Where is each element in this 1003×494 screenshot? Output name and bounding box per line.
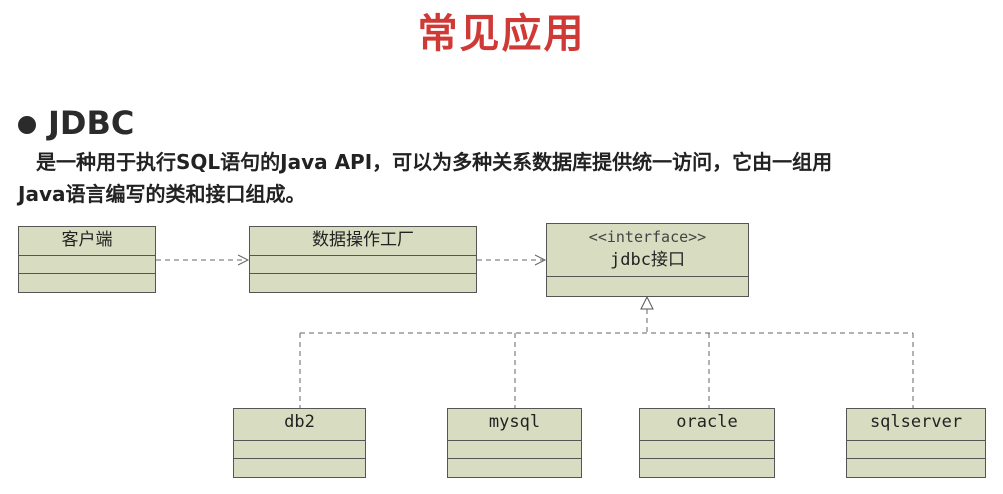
description-line-2: Java语言编写的类和接口组成。 <box>18 182 306 206</box>
factory-class-name: 数据操作工厂 <box>312 230 414 250</box>
description-line-1: 是一种用于执行SQL语句的Java API，可以为多种关系数据库提供统一访问，它… <box>36 150 833 174</box>
factory-attributes-section <box>250 255 476 273</box>
realization-triangle-icon <box>640 295 654 310</box>
arrowhead-icon <box>237 254 250 266</box>
oracle-class-name: oracle <box>676 412 738 432</box>
oracle-class-box: oracle <box>639 408 775 478</box>
bullet-icon <box>18 116 36 134</box>
mysql-methods-section <box>448 458 581 477</box>
client-methods-section <box>19 273 155 292</box>
section-heading: JDBC <box>48 104 135 142</box>
interface-methods-section <box>547 276 748 296</box>
client-attributes-section <box>19 255 155 273</box>
interface-stereotype: <<interface>> <box>588 228 707 246</box>
oracle-methods-section <box>640 458 774 477</box>
interface-name: jdbc接口 <box>610 250 685 270</box>
db2-class-box: db2 <box>233 408 366 478</box>
interface-class-box: <<interface>> jdbc接口 <box>546 223 749 297</box>
mysql-class-name: mysql <box>488 412 541 432</box>
sqlserver-methods-section <box>847 458 985 477</box>
mysql-class-box: mysql <box>447 408 582 478</box>
interface-header: <<interface>> jdbc接口 <box>547 224 748 276</box>
db2-class-name: db2 <box>284 412 315 432</box>
factory-class-box: 数据操作工厂 <box>249 226 477 293</box>
client-class-box: 客户端 <box>18 226 156 293</box>
oracle-attributes-section <box>640 440 774 458</box>
db2-methods-section <box>234 458 365 477</box>
sqlserver-attributes-section <box>847 440 985 458</box>
db2-attributes-section <box>234 440 365 458</box>
section-description: 是一种用于执行SQL语句的Java API，可以为多种关系数据库提供统一访问，它… <box>18 146 958 210</box>
arrowhead-icon <box>534 254 547 266</box>
client-class-name: 客户端 <box>61 230 113 250</box>
sqlserver-class-box: sqlserver <box>846 408 986 478</box>
sqlserver-class-name: sqlserver <box>869 412 963 432</box>
factory-methods-section <box>250 273 476 292</box>
mysql-attributes-section <box>448 440 581 458</box>
page-title: 常见应用 <box>417 11 586 57</box>
